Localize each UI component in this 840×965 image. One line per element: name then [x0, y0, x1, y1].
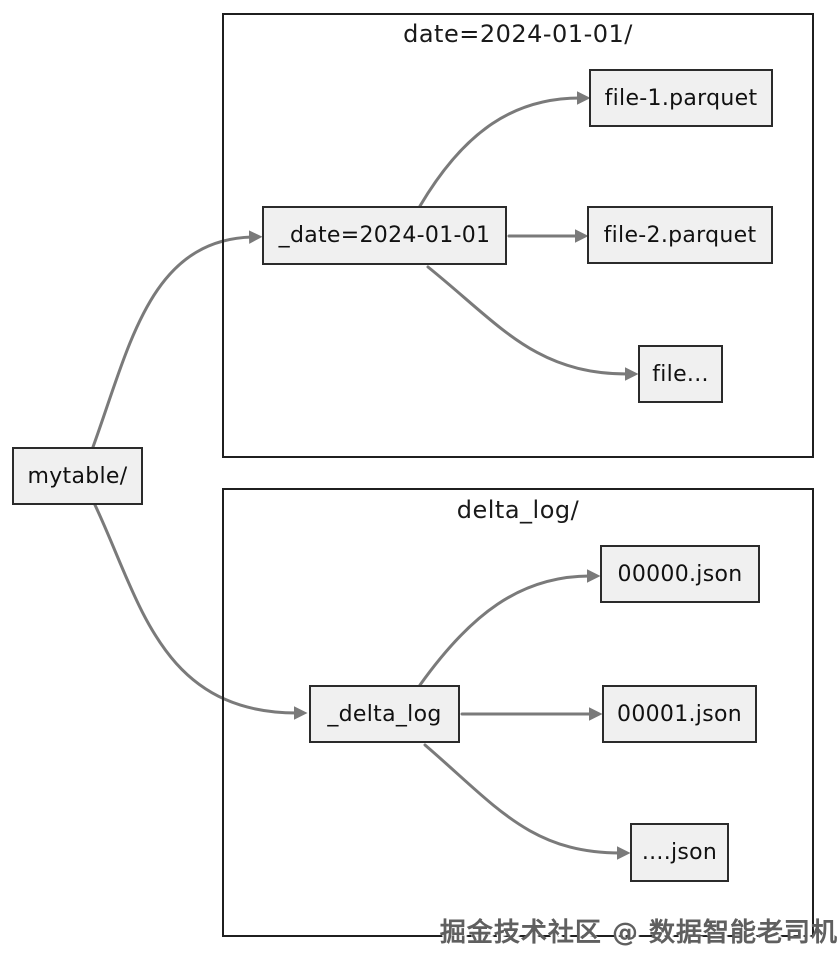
node-date-partition-hub: _date=2024-01-01 — [262, 206, 507, 265]
node-file-2-parquet: file-2.parquet — [587, 206, 773, 264]
node-delta-log-hub: _delta_log — [309, 685, 460, 743]
node-file-1-parquet: file-1.parquet — [589, 69, 773, 127]
node-json-00001: 00001.json — [602, 685, 757, 743]
node-json-00000: 00000.json — [600, 545, 760, 603]
node-mytable-root: mytable/ — [12, 447, 143, 505]
watermark-text: 掘金技术社区 @ 数据智能老司机 — [439, 918, 838, 948]
group-date-partition-title: date=2024-01-01/ — [403, 20, 633, 48]
group-delta-log-title: delta_log/ — [456, 496, 580, 524]
group-delta-log — [222, 488, 814, 937]
group-date-partition — [222, 13, 814, 458]
node-file-ellipsis: file... — [638, 345, 723, 403]
node-json-ellipsis: ....json — [630, 823, 729, 882]
